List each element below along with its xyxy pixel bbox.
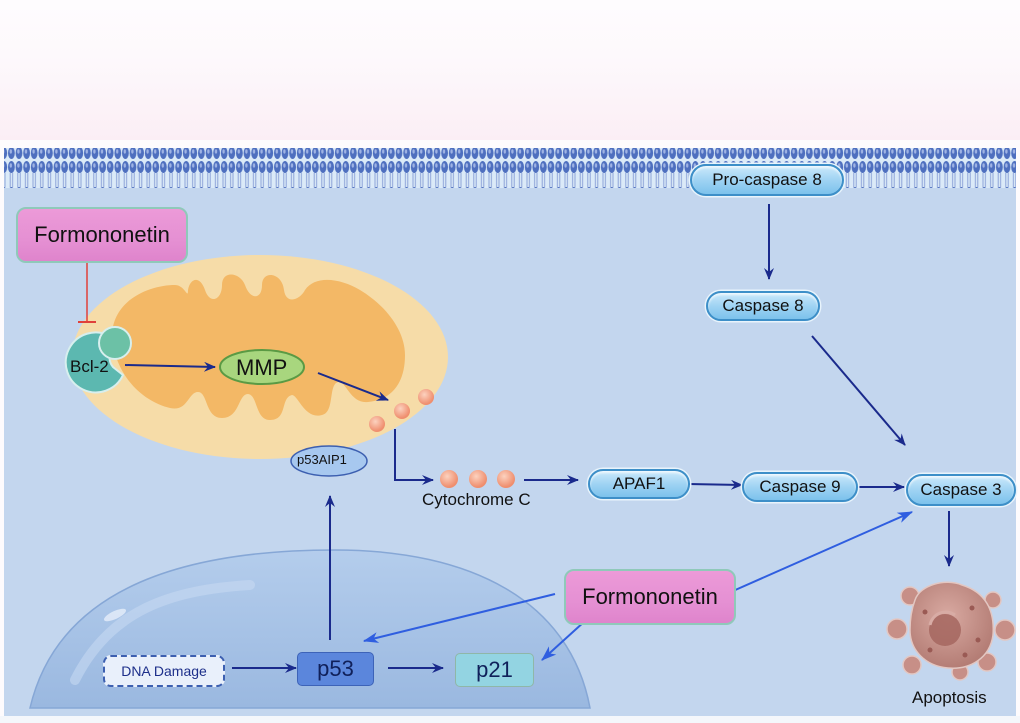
p53aip1-oval — [290, 445, 368, 477]
edge-caspase8-to-caspase3 — [811, 335, 906, 446]
cytochrome-c-released — [369, 389, 434, 432]
mmp-label: MMP — [236, 355, 288, 380]
p53-label: p53 — [317, 656, 354, 681]
apaf1-label: APAF1 — [612, 474, 666, 493]
bcl2-protein-icon — [64, 326, 132, 394]
formononetin-label: Formononetin — [34, 222, 170, 247]
bcl2-label: Bcl-2 — [70, 357, 109, 376]
dna-damage-label: DNA Damage — [121, 663, 207, 679]
p21-label: p21 — [476, 657, 513, 682]
edge-formononetin-to-p21 — [541, 620, 586, 661]
edge-mmp-to-cytochrome-c — [317, 372, 389, 401]
caspase3-node: Caspase 3 — [906, 474, 1016, 506]
extracellular-space — [0, 0, 1020, 140]
edge-release-to-cytochrome-c — [394, 429, 434, 485]
apoptosis-label: Apoptosis — [912, 688, 987, 707]
cytochrome-c-label: Cytochrome C — [422, 490, 531, 509]
apaf1-node: APAF1 — [588, 469, 690, 499]
procaspase8-label: Pro-caspase 8 — [712, 170, 822, 189]
formononetin-label: Formononetin — [582, 584, 718, 609]
p53aip1-label: p53AIP1 — [297, 452, 347, 467]
formononetin-box-bottom: Formononetin — [564, 569, 736, 625]
caspase8-label: Caspase 8 — [722, 296, 804, 315]
caspase9-node: Caspase 9 — [742, 472, 858, 502]
caspase3-label: Caspase 3 — [920, 480, 1002, 499]
mitochondrion-cristae — [111, 274, 405, 420]
caspase9-label: Caspase 9 — [759, 477, 841, 496]
edge-apaf1-to-caspase9 — [687, 479, 743, 490]
mmp-oval — [219, 349, 305, 385]
edge-formononetin-to-p53 — [362, 593, 556, 643]
p53-node: p53 — [297, 652, 374, 686]
formononetin-box-top: Formononetin — [16, 207, 188, 263]
edge-formononetin-to-caspase3 — [732, 511, 914, 592]
figure-border — [0, 716, 1020, 723]
edges — [78, 204, 954, 673]
caspase8-node: Caspase 8 — [706, 291, 820, 321]
cell-membrane — [4, 148, 1016, 188]
dna-damage-node: DNA Damage — [103, 655, 225, 687]
procaspase8-node: Pro-caspase 8 — [690, 164, 844, 196]
cytochrome-c-cytosolic — [440, 470, 515, 488]
edge-bcl2-to-mmp — [124, 361, 216, 372]
apoptotic-cell-icon — [886, 581, 1016, 681]
p21-node: p21 — [455, 653, 534, 687]
